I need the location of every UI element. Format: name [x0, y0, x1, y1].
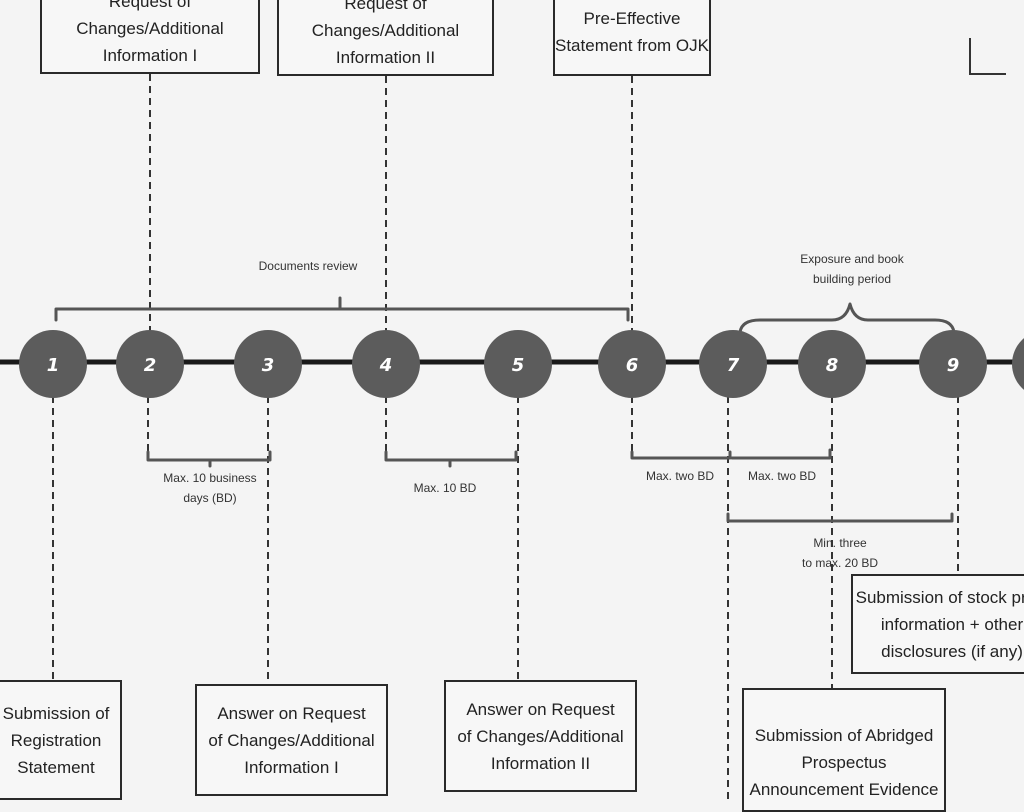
box-line: Pre-Effective [583, 9, 681, 28]
node-3: 3 [234, 330, 302, 398]
documents-review-bracket [54, 296, 630, 322]
node-8-label: 8 [826, 355, 839, 376]
timeline-nodes: 1 2 3 4 5 6 7 8 9 [19, 330, 1024, 398]
node-2: 2 [116, 330, 184, 398]
label-line: days (BD) [183, 491, 237, 505]
bd-bracket-1 [146, 450, 272, 468]
documents-review-label: Documents review [258, 259, 358, 273]
bd-bracket-5 [726, 512, 954, 523]
label-line: to max. 20 BD [801, 556, 879, 570]
box-line: Submission of [2, 703, 110, 723]
box-line: Request of [108, 0, 192, 11]
label-line: Max. 10 business [163, 471, 257, 485]
box-line: Submission of stock price [855, 587, 1024, 607]
max-10-business-days-label: Max. 10 business days (BD) [140, 468, 280, 508]
abridged-prospectus-box: Submission of Abridged Prospectus Announ… [742, 688, 946, 812]
node-3-label: 3 [262, 355, 275, 376]
exposure-brace [738, 302, 956, 334]
node-1-label: 1 [47, 355, 60, 376]
label-line: building period [812, 272, 892, 286]
node-1: 1 [19, 330, 87, 398]
request-changes-info-2-box: Request of Changes/Additional Informatio… [277, 0, 494, 76]
box-line: Statement from OJK [555, 36, 709, 55]
box-line: Information II [335, 47, 436, 67]
node-7: 7 [699, 330, 767, 398]
max-two-bd-label-2: Max. two BD [747, 469, 816, 483]
node-9-label: 9 [947, 355, 960, 376]
answer-request-info-2-box: Answer on Request of Changes/Additional … [444, 680, 637, 792]
stock-price-disclosures-box: Submission of stock price information + … [851, 574, 1024, 674]
box-line: Statement [17, 757, 95, 777]
box-line: Information II [490, 753, 591, 773]
box-line: disclosures (if any) [881, 641, 1023, 661]
node-7-label: 7 [727, 355, 740, 376]
min-three-max-20-label: Min. three to max. 20 BD [770, 533, 910, 573]
node-5-label: 5 [512, 355, 525, 376]
box-line: Registration [10, 730, 102, 750]
node-4-label: 4 [379, 355, 393, 376]
box-line: Submission of Abridged [754, 726, 934, 745]
max-two-bd-label-1: Max. two BD [645, 469, 714, 483]
node-6: 6 [598, 330, 666, 398]
node-4: 4 [352, 330, 420, 398]
box-line: Prospectus [801, 753, 887, 772]
node-8: 8 [798, 330, 866, 398]
request-changes-info-1-box: Request of Changes/Additional Informatio… [40, 0, 260, 74]
box-line: Information I [244, 757, 339, 777]
box-line: Announcement Evidence [749, 780, 939, 799]
bd-bracket-3 [630, 450, 732, 460]
bd-bracket-2 [384, 450, 518, 468]
box-line: of Changes/Additional [457, 726, 624, 746]
exposure-period-label: Exposure and book building period [772, 249, 932, 289]
node-9: 9 [919, 330, 987, 398]
box-line: Information I [102, 45, 198, 65]
brackets [54, 296, 956, 523]
submission-registration-box: Submission of Registration Statement [0, 680, 122, 800]
corner-mark [969, 38, 1006, 75]
node-5: 5 [484, 330, 552, 398]
box-line: of Changes/Additional [208, 730, 375, 750]
max-10-bd-label: Max. 10 BD [413, 481, 477, 495]
node-2-label: 2 [144, 355, 157, 376]
label-line: Exposure and book [800, 252, 904, 266]
pre-effective-statement-box: Pre-Effective Statement from OJK [553, 0, 711, 76]
answer-request-info-1-box: Answer on Request of Changes/Additional … [195, 684, 388, 796]
box-line: Request of [344, 0, 427, 13]
node-10 [1012, 338, 1024, 390]
connector-lines [52, 74, 959, 800]
node-6-label: 6 [626, 355, 639, 376]
box-line: Answer on Request [466, 699, 615, 719]
box-line: Changes/Additional [311, 20, 460, 40]
box-line: Answer on Request [217, 703, 366, 723]
box-line: Changes/Additional [76, 18, 224, 38]
bd-bracket-4 [730, 448, 832, 460]
label-line: Min. three [813, 536, 867, 550]
box-line: information + other [880, 614, 1024, 634]
